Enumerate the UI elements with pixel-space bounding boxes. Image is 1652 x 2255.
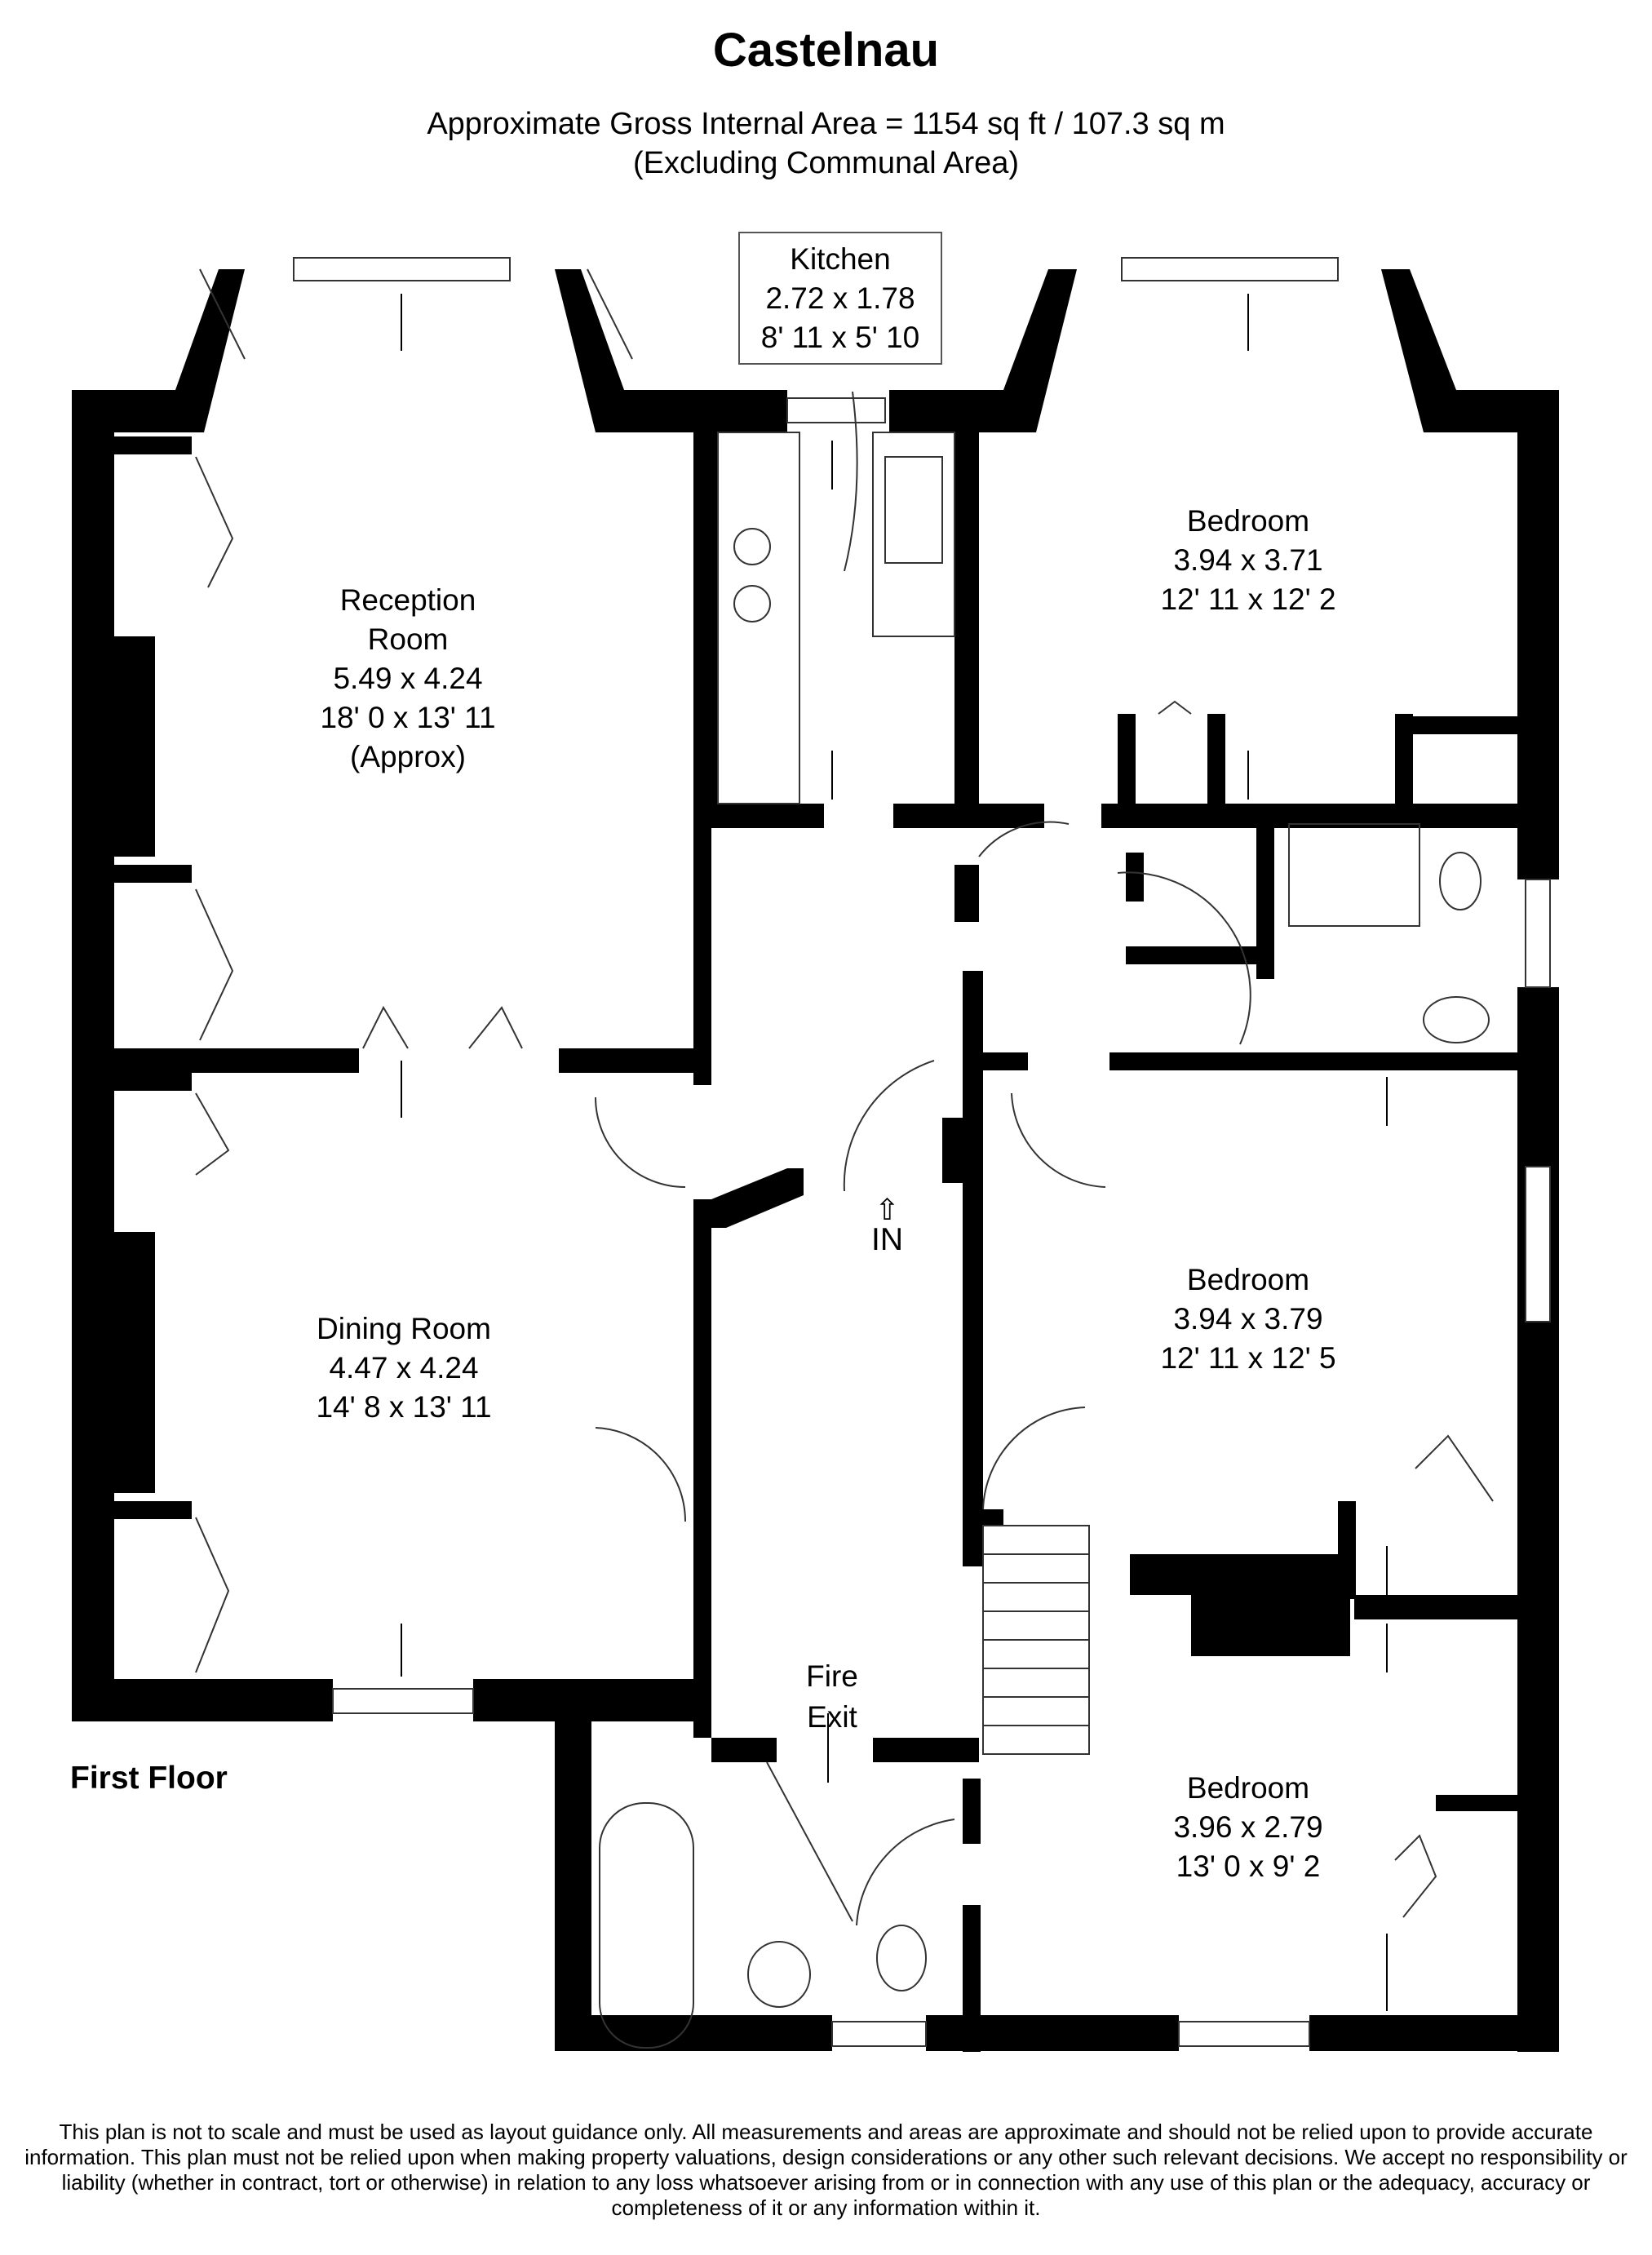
dining-room-label: Dining Room 4.47 x 4.24 14' 8 x 13' 11 [316,1309,491,1427]
bedroom-3-label: Bedroom 3.96 x 2.79 13' 0 x 9' 2 [1173,1769,1322,1886]
plan-title: Castelnau [712,24,940,77]
room-metric: 3.94 x 3.71 [1173,543,1323,577]
room-metric: 4.47 x 4.24 [329,1351,479,1384]
room-imperial: 12' 11 x 12' 2 [1160,583,1336,616]
room-name: Bedroom [1186,504,1310,538]
room-name-line2: Room [367,622,449,656]
gross-internal-area: Approximate Gross Internal Area = 1154 s… [427,107,1225,141]
room-imperial: 13' 0 x 9' 2 [1176,1850,1321,1883]
floor-label: First Floor [70,1761,228,1796]
measurement-arrows [401,294,1388,2011]
room-metric: 3.96 x 2.79 [1173,1810,1323,1844]
entrance-arrow-icon: ⇧ [875,1193,900,1226]
fire-exit-line2: Exit [807,1700,857,1734]
fixtures-and-doors [195,391,1494,2049]
room-name: Kitchen [790,242,891,276]
room-name: Bedroom [1186,1771,1310,1805]
area-summary: Approximate Gross Internal Area = 1154 s… [0,104,1652,183]
room-metric: 3.94 x 3.79 [1173,1302,1323,1336]
room-name: Reception [339,583,476,617]
room-imperial: 18' 0 x 13' 11 [320,701,496,734]
walls [72,269,1559,2052]
room-name: Bedroom [1186,1263,1310,1296]
room-metric: 2.72 x 1.78 [765,281,915,315]
bedroom-2-label: Bedroom 3.94 x 3.79 12' 11 x 12' 5 [1160,1260,1335,1378]
reception-room-label: Reception Room 5.49 x 4.24 18' 0 x 13' 1… [320,581,495,777]
fire-exit-line1: Fire [806,1659,858,1693]
fire-exit-marker: Fire Exit [806,1656,858,1738]
disclaimer-text: This plan is not to scale and must be us… [24,2120,1628,2220]
entrance-label: IN [871,1222,903,1257]
entrance-marker: ⇧ IN [871,1193,903,1258]
room-imperial: 8' 11 x 5' 10 [760,321,920,354]
room-metric: 5.49 x 4.24 [333,662,483,695]
kitchen-label: Kitchen 2.72 x 1.78 8' 11 x 5' 10 [738,232,942,365]
room-note: (Approx) [350,740,466,773]
room-name: Dining Room [317,1312,491,1345]
room-imperial: 12' 11 x 12' 5 [1160,1341,1336,1375]
windows [199,257,1551,2047]
bedroom-1-label: Bedroom 3.94 x 3.71 12' 11 x 12' 2 [1160,502,1335,619]
room-imperial: 14' 8 x 13' 11 [316,1390,492,1424]
area-exclusion-note: (Excluding Communal Area) [632,146,1020,180]
